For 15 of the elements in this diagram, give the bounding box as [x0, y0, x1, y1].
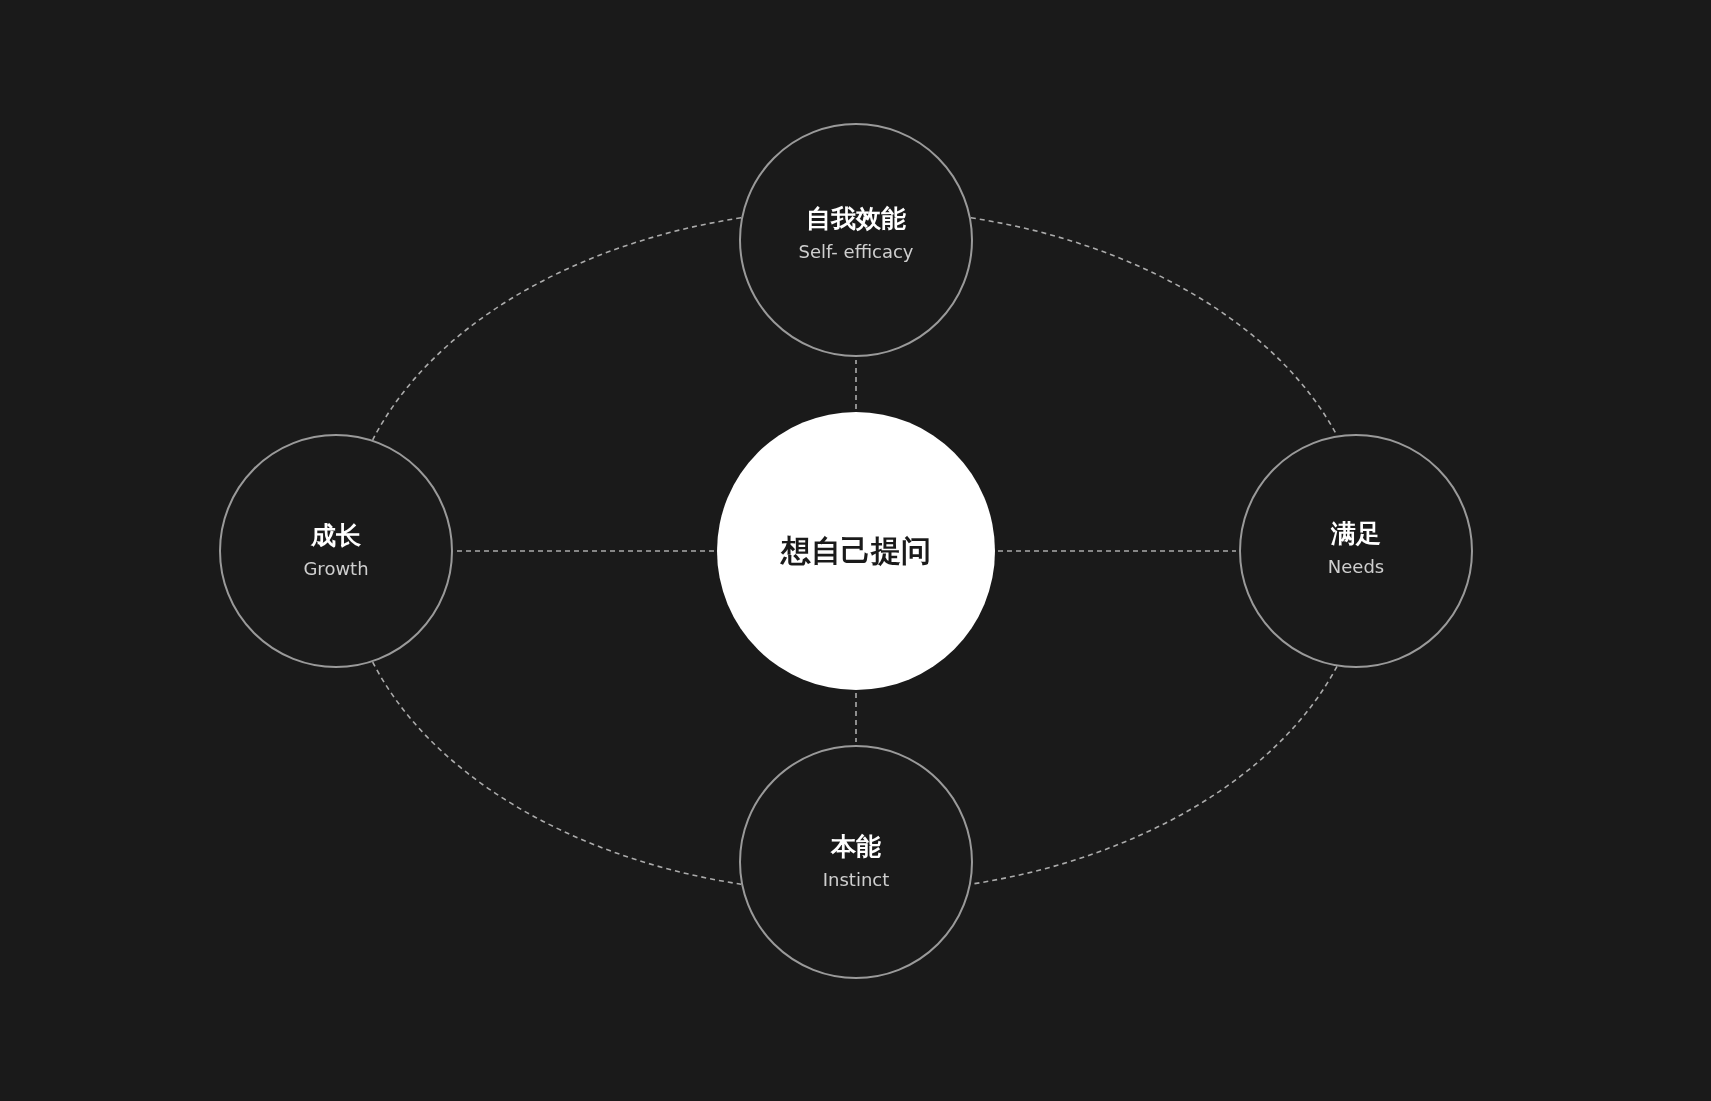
dashed-connector: [855, 692, 857, 743]
node-subtitle: Needs: [1327, 557, 1385, 578]
node-subtitle: Growth: [303, 559, 369, 580]
dashed-connector: [455, 550, 715, 552]
node-subtitle: Instinct: [822, 870, 890, 891]
node-title: 自我效能: [806, 205, 906, 235]
node-title: 成长: [311, 522, 361, 552]
node-title: 想自己提问: [781, 533, 931, 569]
dashed-connector: [855, 359, 857, 410]
node-title: 本能: [831, 833, 881, 863]
node-title: 满足: [1331, 520, 1381, 550]
dashed-connector: [371, 661, 742, 885]
node-subtitle: Self- efficacy: [798, 242, 914, 263]
dashed-connector: [997, 550, 1237, 552]
dashed-connector: [371, 217, 742, 441]
